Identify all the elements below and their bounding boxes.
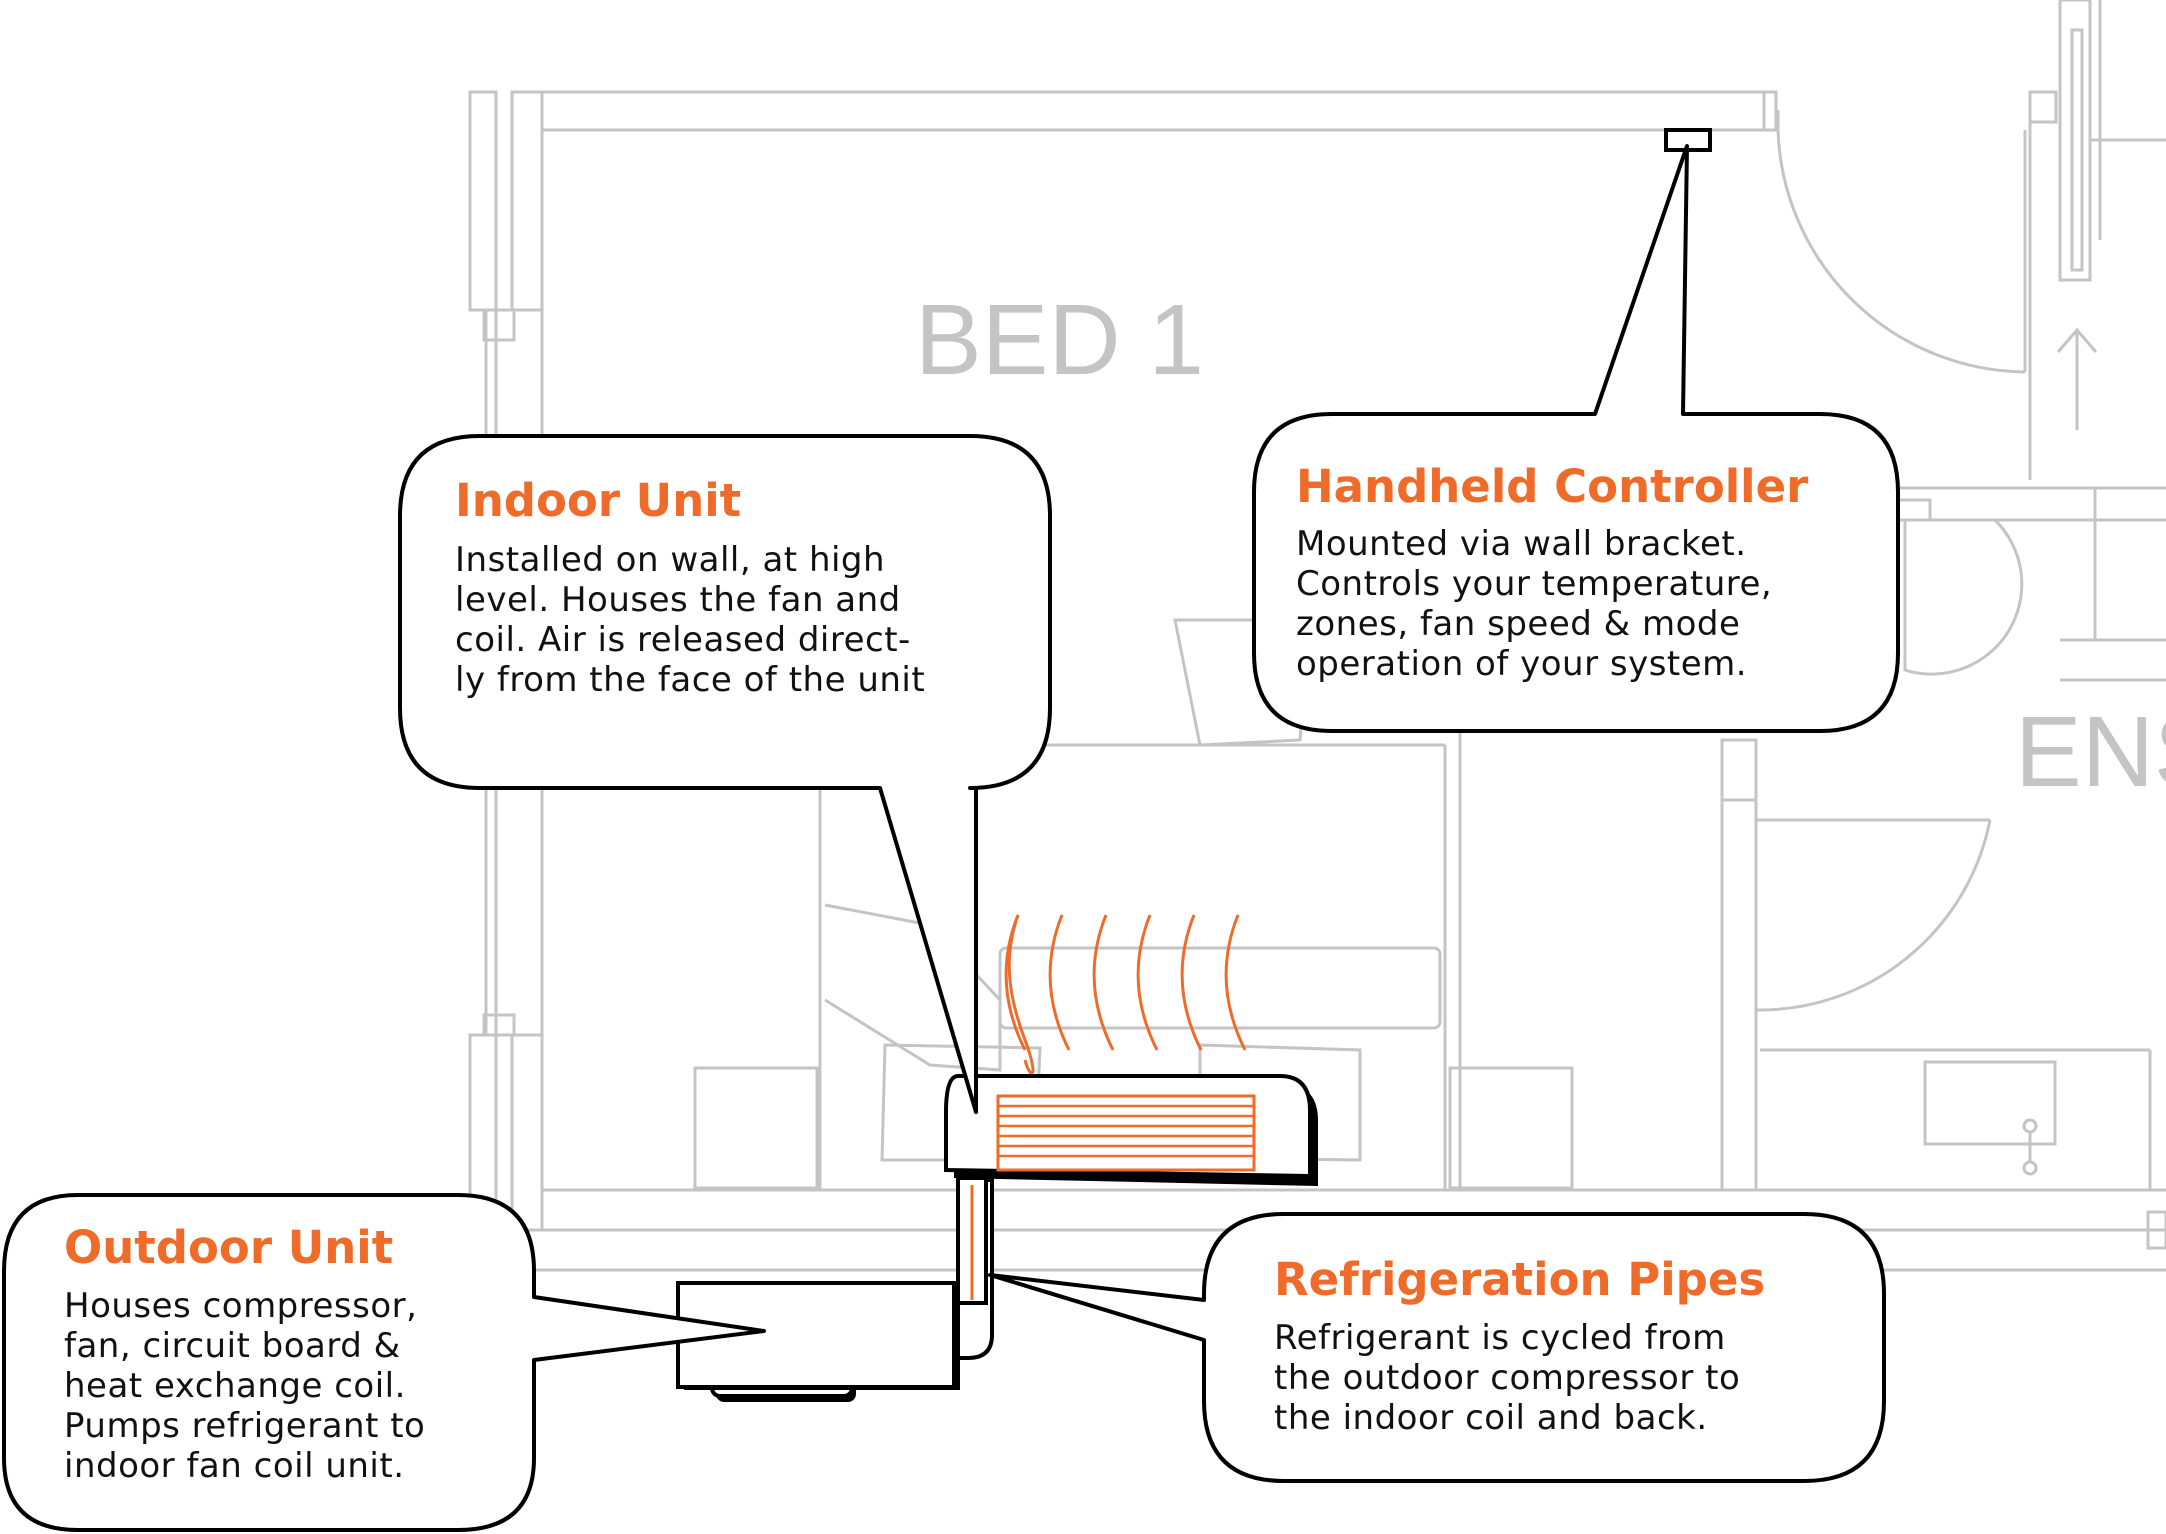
callout-line: ly from the face of the unit: [455, 660, 926, 700]
callout-line: Mounted via wall bracket.: [1296, 524, 1747, 564]
refrigeration-pipe-graphic: [955, 1176, 994, 1360]
outdoor-unit-graphic: [676, 1281, 960, 1402]
callout-line: heat exchange coil.: [64, 1366, 406, 1406]
callout-body: Installed on wall, at high level. Houses…: [455, 540, 925, 700]
callout-line: Houses compressor,: [64, 1286, 418, 1326]
callout-body: Houses compressor, fan, circuit board & …: [64, 1286, 425, 1486]
callout-line: Installed on wall, at high: [455, 540, 886, 580]
callout-title: Handheld Controller: [1296, 460, 1809, 513]
callout-title: Indoor Unit: [455, 474, 742, 527]
callout-line: fan, circuit board &: [64, 1326, 401, 1366]
callout-line: indoor fan coil unit.: [64, 1446, 405, 1486]
indoor-unit-graphic: [944, 1074, 1318, 1186]
room-label-bed1: BED 1: [915, 284, 1205, 396]
callout-title: Refrigeration Pipes: [1274, 1253, 1766, 1306]
callout-line: the indoor coil and back.: [1274, 1398, 1708, 1438]
callout-line: coil. Air is released direct-: [455, 620, 911, 660]
callout-bubbles: [2, 144, 1900, 1532]
callout-body: Mounted via wall bracket. Controls your …: [1296, 524, 1772, 684]
callout-line: Controls your temperature,: [1296, 564, 1773, 604]
callout-body: Refrigerant is cycled from the outdoor c…: [1274, 1318, 1740, 1438]
callout-line: operation of your system.: [1296, 644, 1748, 684]
callout-line: the outdoor compressor to: [1274, 1358, 1741, 1398]
callout-line: level. Houses the fan and: [455, 580, 901, 620]
callout-line: Pumps refrigerant to: [64, 1406, 426, 1446]
callout-title: Outdoor Unit: [64, 1221, 394, 1274]
callout-line: Refrigerant is cycled from: [1274, 1318, 1726, 1358]
room-label-ensuite: ENS: [2015, 696, 2166, 808]
airflow-waves: [1004, 914, 1247, 1075]
callout-line: zones, fan speed & mode: [1296, 604, 1741, 644]
